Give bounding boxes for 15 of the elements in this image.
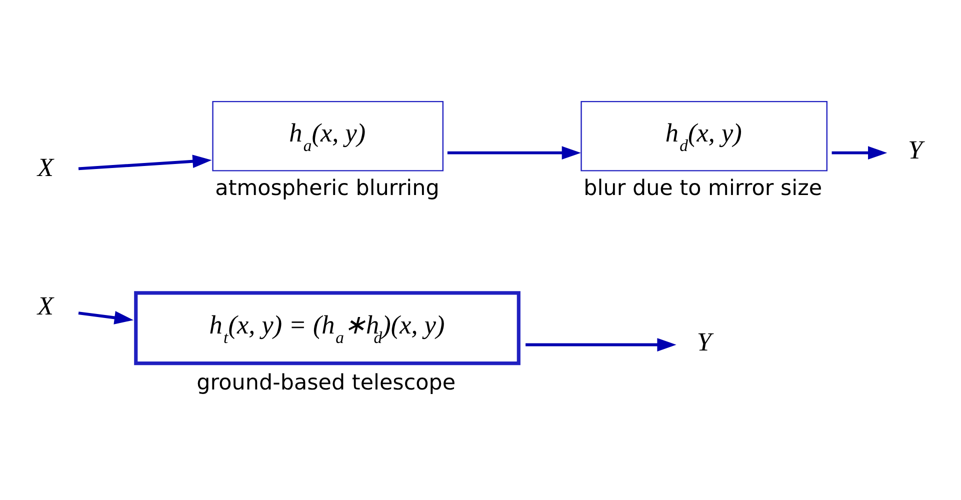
node-label: atmospheric blurring — [215, 176, 440, 202]
node-text: X — [38, 153, 54, 182]
node-label: blur due to mirror size — [584, 176, 822, 202]
node-label: ground-based telescope — [196, 370, 456, 396]
arrow — [832, 146, 888, 160]
node-box: h$_{a}$(x, y) — [212, 100, 444, 172]
node-box: h$_{t}$(x, y) = (h$_{a}$∗h$_{d}$)(x, y) — [134, 291, 520, 366]
node-text: X — [38, 292, 54, 321]
arrow — [78, 154, 212, 170]
arrow — [78, 311, 134, 324]
node-text: Y — [908, 135, 923, 164]
node-text: Y — [696, 327, 712, 356]
node-box: h$_{d}$(x, y) — [580, 100, 828, 172]
arrow — [447, 146, 581, 160]
arrow — [526, 338, 676, 352]
